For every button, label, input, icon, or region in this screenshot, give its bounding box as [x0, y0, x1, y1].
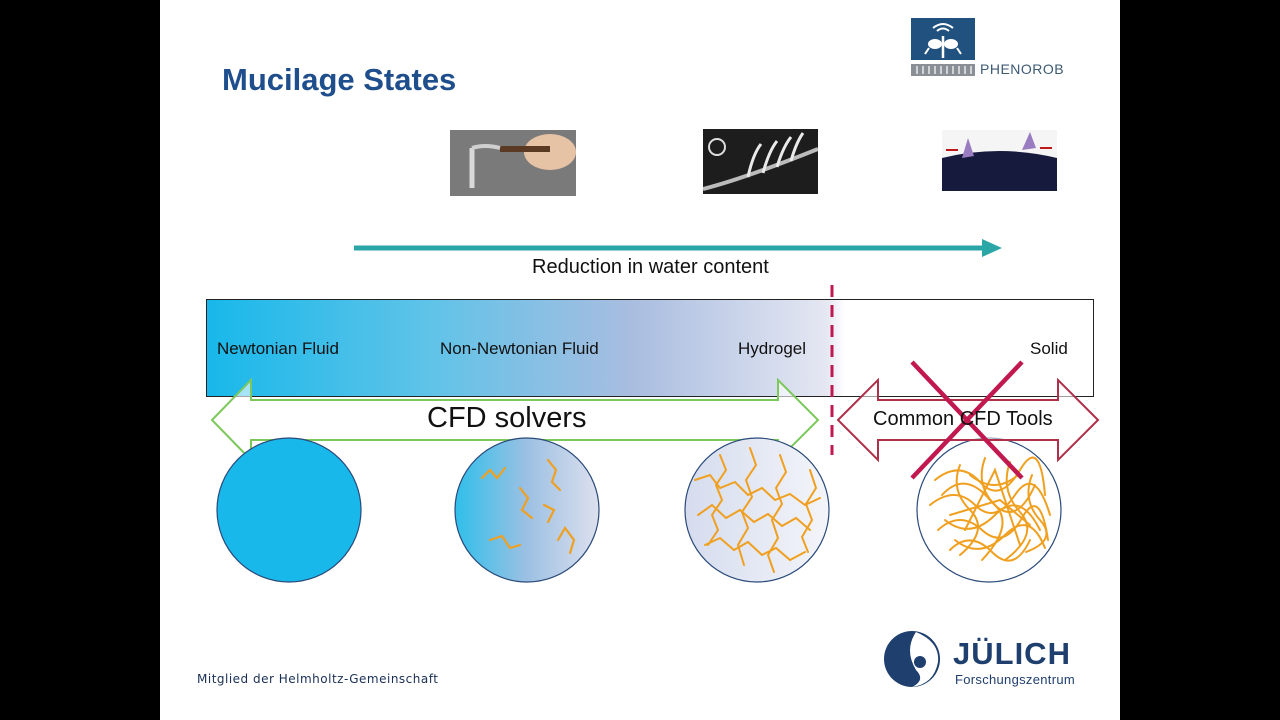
common-cfd-tools-label: Common CFD Tools: [873, 408, 1053, 430]
julich-logo: [882, 628, 942, 690]
state-non-newtonian-fluid: Non-Newtonian Fluid: [440, 339, 599, 358]
helmholtz-membership-text: Mitglied der Helmholtz-Gemeinschaft: [197, 672, 439, 686]
photo-solid-mucilage: [942, 130, 1057, 191]
states-band: [206, 299, 1094, 397]
cfd-solvers-label: CFD solvers: [427, 402, 587, 434]
photo-gel-mucilage: [703, 129, 818, 194]
diagram-graphics: [354, 239, 1002, 257]
state-solid: Solid: [1030, 339, 1068, 358]
slide: Mucilage States PHENOROB: [160, 0, 1120, 720]
water-content-label: Reduction in water content: [532, 256, 769, 278]
slide-title: Mucilage States: [222, 62, 457, 97]
hydrogel-network: [694, 447, 821, 573]
phenorob-logo: [911, 18, 975, 78]
phenorob-label: PHENOROB: [980, 61, 1065, 77]
water-arrow-head: [982, 239, 1002, 257]
circle-hydrogel: [684, 437, 830, 583]
julich-subtitle: Forschungszentrum: [955, 672, 1075, 687]
phenorob-logo-icon: [911, 18, 975, 76]
circle-newtonian: [216, 437, 362, 583]
photo-liquid-mucilage: [450, 130, 576, 196]
cross-line-2: [910, 360, 1024, 480]
circle-non-newtonian: [454, 437, 600, 583]
cfd-solvers-arrow: [210, 377, 820, 463]
diagram-overlay: [210, 285, 1100, 583]
state-hydrogel: Hydrogel: [738, 339, 807, 358]
solid-tangle: [929, 456, 1051, 562]
state-newtonian-fluid: Newtonian Fluid: [217, 339, 339, 358]
non-newtonian-strands: [480, 458, 576, 555]
julich-name: JÜLICH: [953, 636, 1071, 671]
julich-logo-icon: [884, 631, 940, 687]
